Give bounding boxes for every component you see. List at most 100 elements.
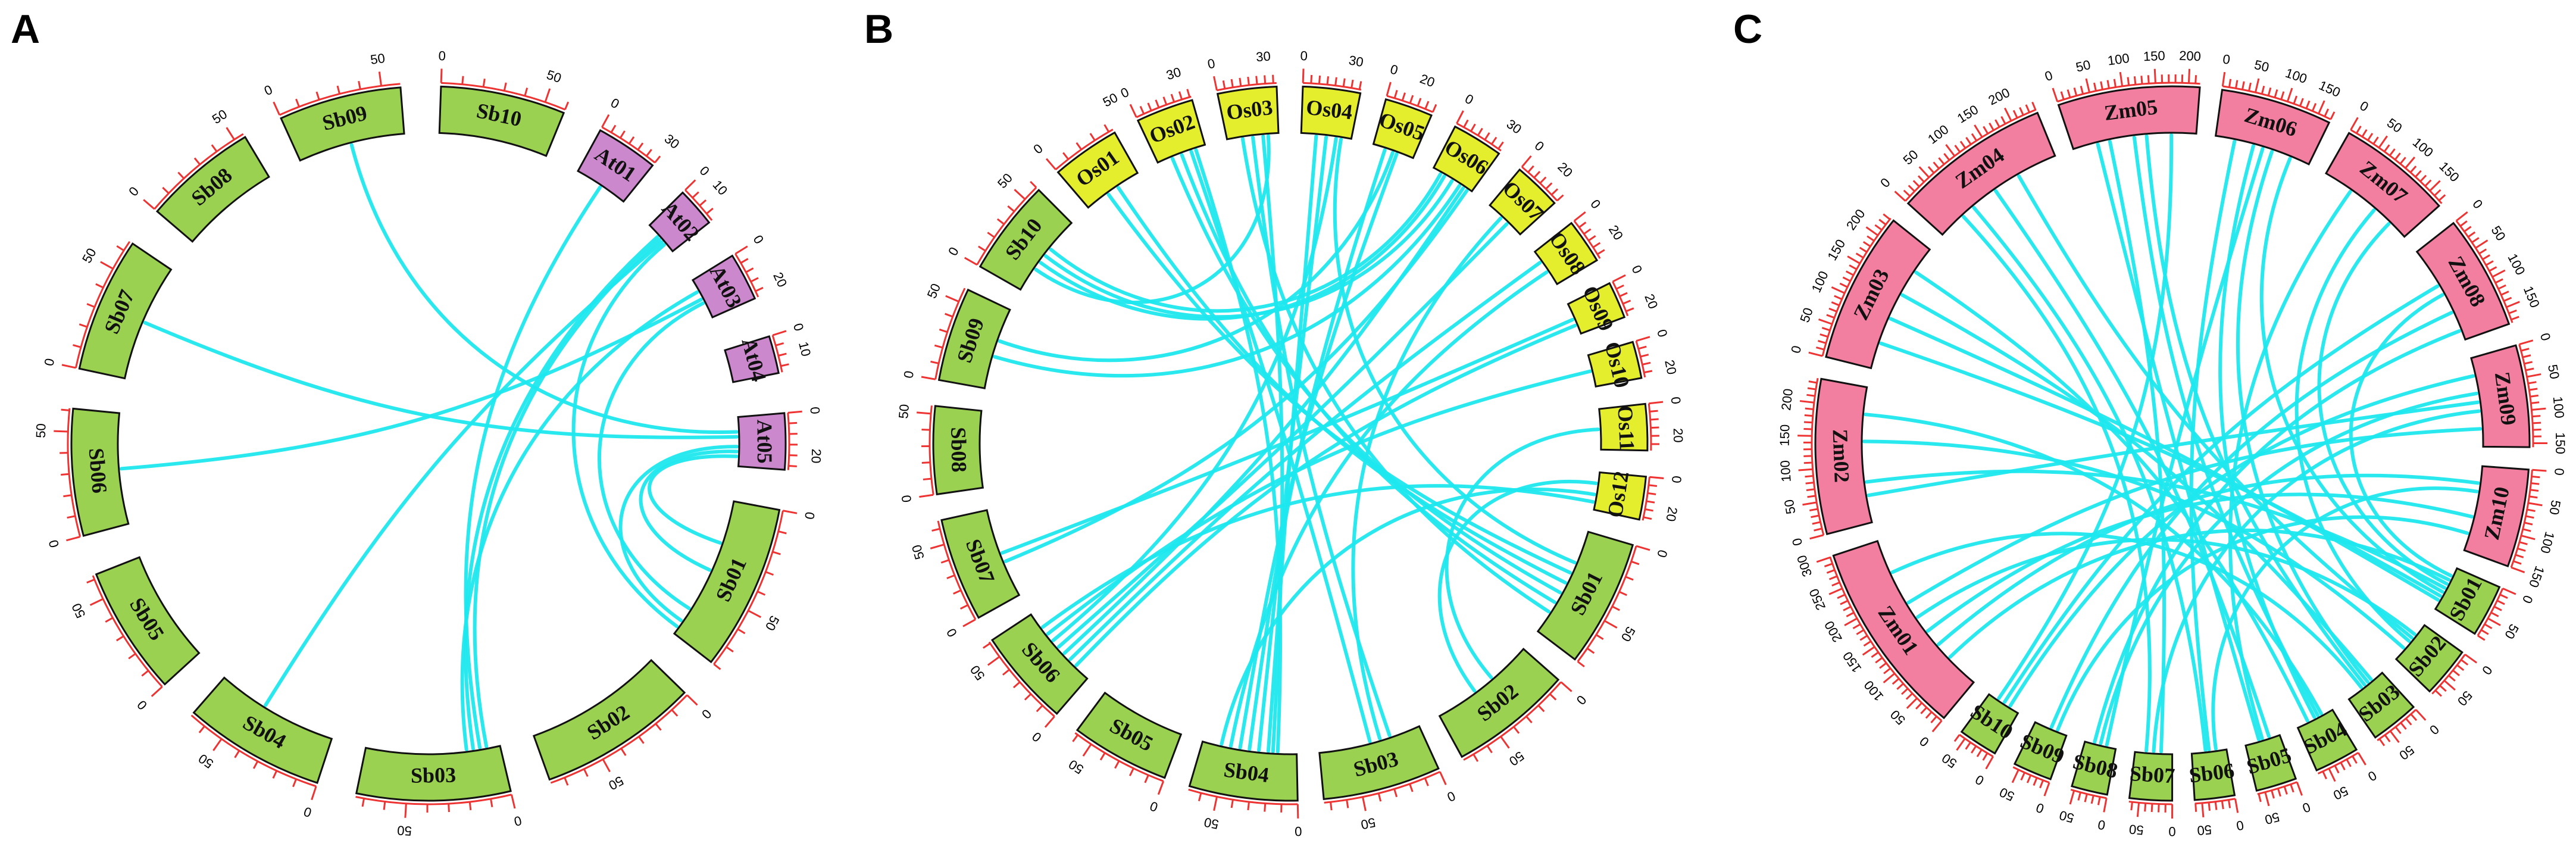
scale-tick [1809, 534, 1824, 540]
scale-tick [2025, 104, 2030, 113]
synteny-link [1993, 189, 2271, 738]
scale-tick [2405, 157, 2416, 169]
scale-tick [361, 798, 365, 807]
scale-tick [315, 91, 320, 101]
scale-tick [54, 430, 68, 433]
scale-axis [929, 405, 934, 495]
synteny-link [1972, 205, 2208, 752]
scale-tick [2355, 126, 2362, 134]
chromosome-box [280, 86, 405, 162]
chromosome-box [155, 136, 270, 243]
scale-tick [1805, 407, 1814, 410]
scale-tick [1486, 745, 1493, 754]
scale-axis [2257, 781, 2297, 795]
scale-axis [1456, 122, 1502, 152]
scale-tick [1239, 77, 1242, 86]
chromosome-box [648, 191, 711, 253]
scale-tick [1549, 693, 1557, 701]
scale-tick [1821, 327, 1831, 332]
chromosome-box [1598, 402, 1649, 452]
scale-tick [1362, 797, 1367, 811]
synteny-link [998, 151, 1395, 363]
chromosome-box [1438, 648, 1560, 758]
scale-tick [2531, 475, 2540, 479]
scale-tick [1012, 681, 1021, 689]
scale-tick [1971, 133, 1977, 142]
tick-label: 150 [2526, 564, 2547, 589]
scale-tick [1908, 185, 1915, 192]
scale-tick [2439, 685, 2447, 692]
tick-label: 50 [370, 51, 386, 67]
scale-tick [115, 635, 124, 642]
synteny-link [2132, 135, 2320, 717]
tick-label: 0 [807, 406, 823, 414]
synteny-link [1194, 148, 1283, 754]
tick-label: 20 [808, 448, 824, 463]
scale-axis [355, 794, 512, 805]
scale-tick [1596, 634, 1604, 640]
scale-tick [1128, 768, 1134, 776]
chromosome-box [95, 556, 201, 686]
scale-tick [2357, 752, 2366, 766]
tick-label: 0 [608, 95, 622, 112]
scale-tick [1878, 218, 1887, 226]
scale-tick [2261, 86, 2265, 95]
scale-tick [2119, 71, 2124, 87]
scale-tick [671, 709, 679, 717]
scale-tick [378, 71, 383, 86]
scale-tick [2293, 95, 2298, 104]
scale-tick [953, 589, 962, 595]
chromosome-box [1814, 377, 1873, 536]
tick-label: 50 [79, 246, 99, 266]
synteny-link [2189, 139, 2237, 752]
scale-tick [358, 80, 361, 90]
scale-axis [2518, 344, 2534, 448]
chromosome-box [2296, 708, 2358, 772]
scale-tick [468, 801, 472, 811]
scale-axis [2057, 82, 2200, 103]
scale-tick [1806, 488, 1815, 491]
tick-label: 50 [909, 543, 927, 561]
chromosome-box [2057, 85, 2201, 151]
scale-tick [2503, 296, 2512, 302]
scale-tick [2130, 802, 2133, 811]
scale-tick [1826, 314, 1835, 319]
scale-tick [1974, 124, 1983, 138]
tick-label: 30 [1255, 49, 1271, 65]
tick-label: 300 [1794, 553, 1815, 579]
scale-tick [95, 283, 104, 289]
scale-axis [2455, 220, 2514, 323]
scale-tick [1490, 136, 1498, 145]
tick-label: 50 [924, 281, 944, 300]
scale-tick [1976, 749, 1983, 757]
scale-tick [978, 245, 986, 252]
scale-tick [1965, 742, 1971, 750]
scale-tick [1925, 711, 1933, 719]
scale-tick [2234, 798, 2239, 813]
scale-tick [2361, 129, 2368, 138]
tick-label: 50 [1781, 498, 1799, 515]
synteny-link [639, 449, 739, 572]
chromosome-box [192, 676, 333, 785]
scale-tick [2529, 495, 2538, 499]
scale-tick [1982, 752, 1989, 761]
scale-tick [511, 794, 516, 809]
scale-tick [2519, 339, 2534, 345]
tick-label: 30 [1348, 52, 1364, 70]
tick-label: 0 [2537, 332, 2553, 343]
panel-a-links [119, 143, 739, 752]
scale-tick [1147, 102, 1152, 111]
tick-label: 0 [134, 697, 150, 713]
